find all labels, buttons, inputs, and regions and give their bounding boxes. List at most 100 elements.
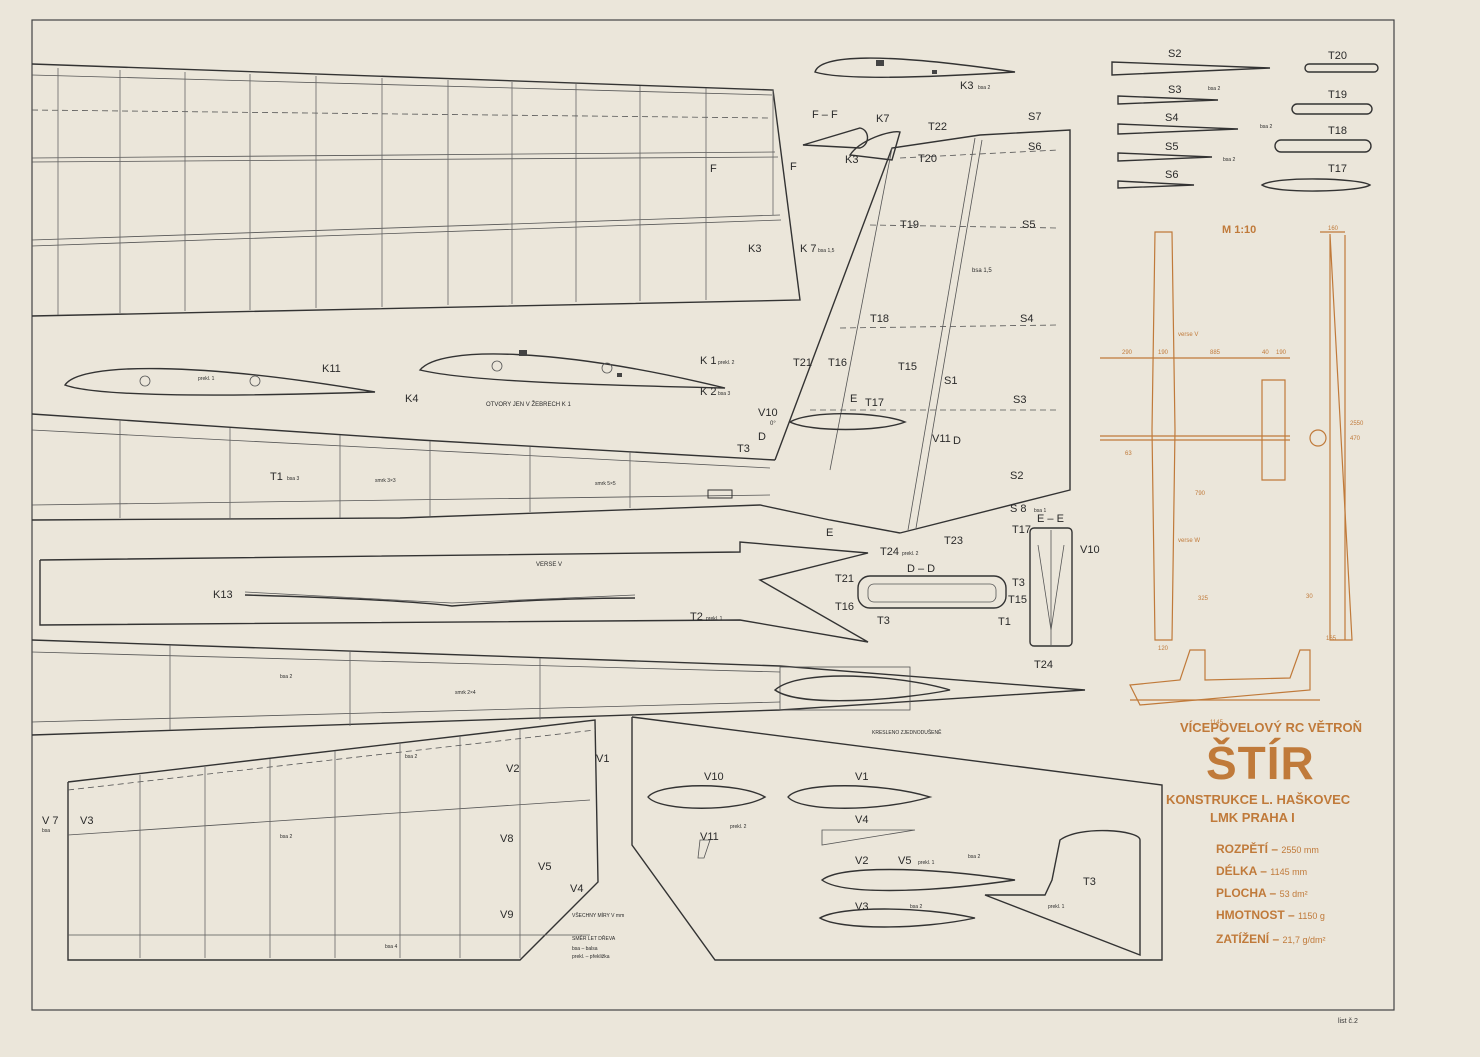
verse-w-label: verse W: [1178, 538, 1200, 544]
s8-note: bsa 1: [1034, 508, 1046, 514]
s3-part-label: S3: [1168, 84, 1181, 96]
t15-label: T15: [898, 361, 917, 373]
holes-note: OTVORY JEN V ŽEBRECH K 1: [486, 400, 571, 408]
title-subtitle: VÍCEPOVELOVÝ RC VĚTROŇ: [1180, 720, 1363, 735]
k11-label: K11: [322, 363, 341, 375]
section-dd: [857, 575, 1007, 609]
rib-k11-profile: [63, 367, 376, 396]
t3-dd-label: T3: [877, 615, 890, 627]
spec-length: DÉLKA – 1145 mm: [1216, 864, 1308, 878]
v5-label: V5: [538, 861, 551, 873]
v5-part-label: V5: [898, 855, 911, 867]
wing-panel-top: [31, 63, 801, 317]
bsa15-note: bsa 1,5: [972, 268, 992, 274]
bsa2-note-fus: bsa 2: [280, 674, 292, 680]
bsa2-note-tp2: bsa 2: [280, 834, 292, 840]
e-label: E: [850, 393, 857, 405]
s5-label: S5: [1022, 219, 1035, 231]
parts-s-t: [1111, 61, 1379, 192]
bsa4-note: bsa 4: [385, 944, 397, 950]
fuselage-top-verse-v: [39, 541, 869, 643]
v10-label: V10: [758, 407, 778, 419]
three-view-drawing: [1100, 231, 1353, 706]
v7-label: V 7: [42, 815, 59, 827]
three-view-dims: 290 190 885 40 190 63 790 1145 2550 470 …: [1122, 226, 1364, 726]
t24-label: T24: [880, 546, 899, 558]
prekl1-part-note: prekl. 1: [1048, 904, 1065, 910]
k1-label: K 1: [700, 355, 717, 367]
smrk3-note: smrk 3×3: [375, 478, 396, 484]
s3-label: S3: [1013, 394, 1026, 406]
v11-label: V11: [932, 433, 951, 445]
bsa2-part-note: bsa 2: [968, 854, 980, 860]
bsa2-part-note2: bsa 2: [910, 904, 922, 910]
f-label: F: [710, 163, 717, 175]
f-label-2: F: [790, 161, 797, 173]
dim-40: 40: [1262, 350, 1269, 356]
bsa2-note-tp: bsa 2: [405, 754, 417, 760]
t2-note: prekl. 1: [706, 616, 723, 622]
k7b-label: K 7: [800, 243, 817, 255]
k11-note: prekl. 1: [198, 376, 215, 382]
simplified-note: KRESLENO ZJEDNODUŠENĚ: [872, 728, 942, 736]
s7-label: S7: [1028, 111, 1041, 123]
title-designer: KONSTRUKCE L. HAŠKOVEC: [1166, 792, 1351, 807]
k2-label: K 2: [700, 386, 717, 398]
v3-label: V3: [80, 815, 93, 827]
v5-part-note: prekl. 1: [918, 860, 935, 866]
t3-label: T3: [737, 443, 750, 455]
smrk5-note: smrk 5×5: [595, 481, 616, 487]
k3-mid-label: K3: [748, 243, 761, 255]
v10-ee-label: V10: [1080, 544, 1100, 556]
v2-label: V2: [506, 763, 519, 775]
dim-30: 30: [1306, 594, 1313, 600]
k2-note: bsa 3: [718, 391, 730, 397]
d-label-left: D: [758, 431, 766, 443]
s2-part-label: S2: [1168, 48, 1181, 60]
fin-outline: [774, 129, 1071, 534]
t23-label: T23: [944, 535, 963, 547]
t15-ee-label: T15: [1008, 594, 1027, 606]
dd-label: D – D: [907, 563, 935, 575]
bsa2-s-note: bsa 2: [1208, 86, 1220, 92]
t21-label: T21: [793, 357, 812, 369]
spec-weight: HMOTNOST – 1150 g: [1216, 908, 1325, 922]
spec-area: PLOCHA – 53 dm²: [1216, 886, 1308, 900]
s6-part-label: S6: [1165, 169, 1178, 181]
v8-label: V8: [500, 833, 513, 845]
v3-part-label: V3: [855, 901, 868, 913]
v7-note: bsa: [42, 828, 50, 834]
grain-note: SMĚR LET DŘEVA: [572, 934, 616, 942]
s1-label: S1: [944, 375, 957, 387]
t22-label: T22: [928, 121, 947, 133]
version-label: VERSE V: [536, 562, 562, 568]
t3-part-label: T3: [1083, 876, 1096, 888]
s5-part-label: S5: [1165, 141, 1178, 153]
dim-325: 325: [1198, 596, 1209, 602]
balsa-note: bsa – balsa: [572, 946, 598, 952]
k13-label: K13: [213, 589, 233, 601]
t20-part-label: T20: [1328, 50, 1347, 62]
v11-part-label: V11: [700, 831, 719, 843]
bsa2-t-note: bsa 2: [1260, 124, 1272, 130]
section-ee: [1029, 527, 1073, 647]
dim-165: 165: [1326, 636, 1337, 642]
ff-label: F – F: [812, 109, 838, 121]
dim-190b: 190: [1276, 350, 1287, 356]
t19-part-label: T19: [1328, 89, 1347, 101]
t17-part-label: T17: [1328, 163, 1347, 175]
k3-label: K3: [845, 154, 858, 166]
v9-label: V9: [500, 909, 513, 921]
s6-label: S6: [1028, 141, 1041, 153]
title-club: LMK PRAHA I: [1210, 810, 1295, 825]
v4-part-label: V4: [855, 814, 868, 826]
prekl2-part-note: prekl. 2: [730, 824, 747, 830]
tailplane-root-profile: [788, 413, 907, 431]
rib-k3-profile: [814, 57, 1016, 78]
t16-label: T16: [828, 357, 847, 369]
spec-span: ROZPĚTÍ – 2550 mm: [1216, 842, 1319, 856]
zero-label: 0°: [770, 421, 776, 427]
dim-120: 120: [1158, 646, 1169, 652]
t19-label: T19: [900, 219, 919, 231]
dim-190: 190: [1158, 350, 1169, 356]
